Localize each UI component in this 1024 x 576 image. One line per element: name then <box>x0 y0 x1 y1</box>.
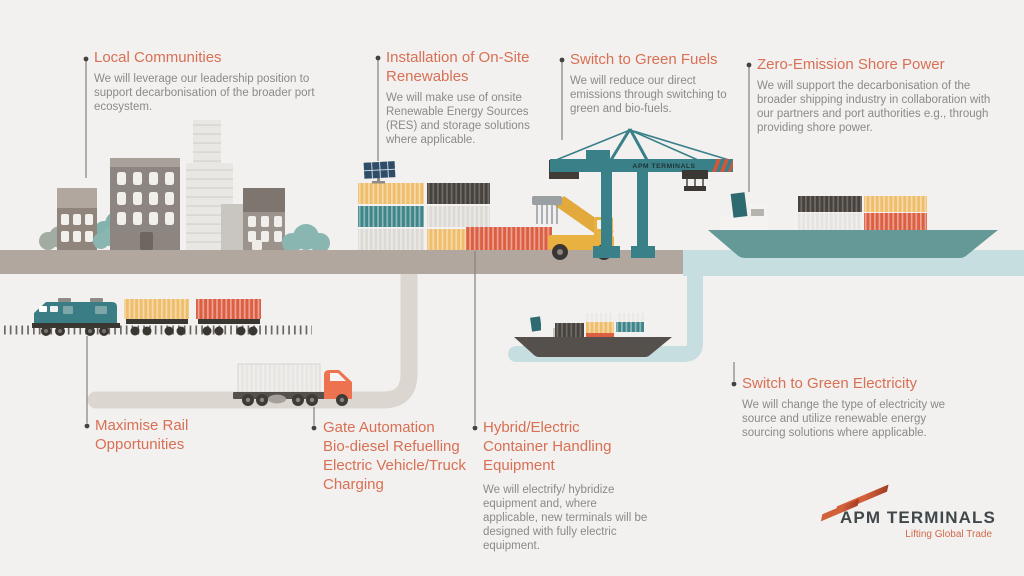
cargo-train-illustration <box>32 298 261 336</box>
callout-onsite-renewables: Installation of On-Site Renewables We wi… <box>386 48 558 147</box>
logo-tagline: Lifting Global Trade <box>905 529 992 540</box>
container-truck-illustration <box>233 363 352 406</box>
callout-shore-power-title: Zero-Emission Shore Power <box>757 56 945 73</box>
callout-green-fuels: Switch to Green Fuels We will reduce our… <box>570 50 742 116</box>
callout-green-fuels-body: We will reduce our direct emissions thro… <box>570 75 727 115</box>
callout-hybrid-equipment-title: Hybrid/Electric Container Handling Equip… <box>483 419 612 474</box>
callout-green-electricity-title: Switch to Green Electricity <box>742 375 918 392</box>
crane-brand-label: APM TERMINALS <box>632 163 695 170</box>
logo-wordmark: APM TERMINALS <box>840 508 996 527</box>
quay-ground <box>0 250 684 274</box>
callout-rail-title: Maximise Rail Opportunities <box>95 417 189 453</box>
callout-gate-automation-title: Gate Automation Bio-diesel Refuelling El… <box>323 419 466 493</box>
building-small-left <box>57 188 97 250</box>
callout-green-electricity-body: We will change the type of electricity w… <box>742 399 946 439</box>
building-right <box>243 188 285 250</box>
callout-shore-power-body: We will support the decarbonisation of t… <box>757 80 991 134</box>
callout-hybrid-equipment: Hybrid/Electric Container Handling Equip… <box>483 418 647 553</box>
small-container-ship-illustration <box>514 313 672 357</box>
callout-local-communities: Local Communities We will leverage our l… <box>94 48 346 114</box>
callout-local-communities-body: We will leverage our leadership position… <box>94 73 315 113</box>
city-skyline-illustration <box>39 120 330 253</box>
callout-onsite-renewables-body: We will make use of onsite Renewable Ene… <box>386 92 530 146</box>
building-large <box>110 158 180 250</box>
road <box>87 265 418 409</box>
solar-panel-icon <box>363 161 396 184</box>
callout-local-communities-title: Local Communities <box>94 49 222 66</box>
callout-onsite-renewables-title: Installation of On-Site Renewables <box>386 49 530 85</box>
callout-hybrid-equipment-body: We will electrify/ hybridize equipment a… <box>483 484 648 552</box>
water-channel <box>508 268 703 362</box>
apm-terminals-logo: APM TERMINALS Lifting Global Trade <box>812 484 1002 544</box>
callout-green-fuels-title: Switch to Green Fuels <box>570 51 718 68</box>
connector-lines <box>83 55 752 431</box>
callout-shore-power: Zero-Emission Shore Power We will suppor… <box>757 55 1003 135</box>
callout-rail: Maximise Rail Opportunities <box>95 416 215 459</box>
callout-green-electricity: Switch to Green Electricity We will chan… <box>742 374 954 440</box>
building-annex <box>221 204 247 250</box>
container-stack-illustration <box>358 183 490 250</box>
callout-gate-automation: Gate Automation Bio-diesel Refuelling El… <box>323 418 485 499</box>
sts-crane-illustration: APM TERMINALS <box>549 128 733 258</box>
large-container-ship-illustration <box>708 192 998 258</box>
